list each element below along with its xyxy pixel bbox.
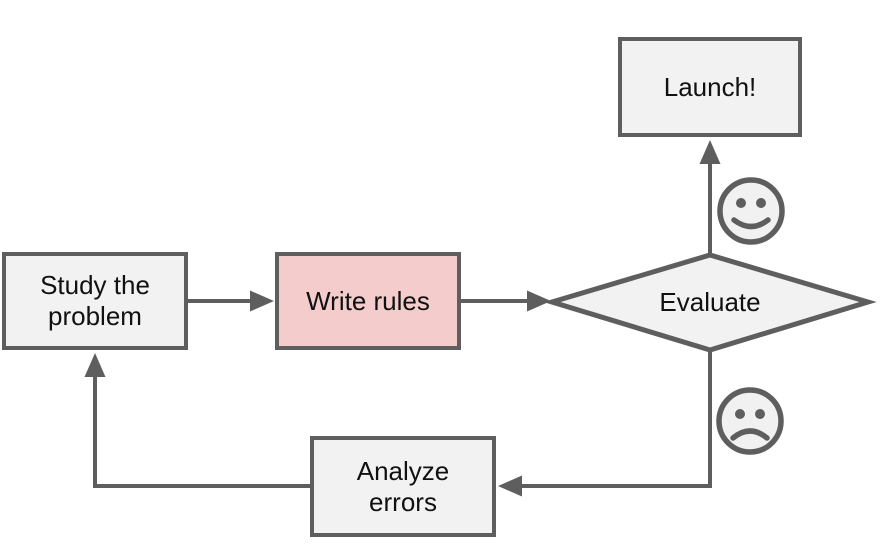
face-circle [717, 177, 785, 245]
arrowhead-up-icon [699, 140, 721, 164]
arrowhead-right-icon [250, 290, 274, 312]
arrowhead-left-icon [498, 475, 522, 497]
connector-line [93, 374, 310, 488]
left-eye [735, 409, 745, 419]
arrow-study-to-write-rules [188, 290, 274, 312]
write-rules-label: Write rules [306, 285, 430, 316]
smile-mouth [731, 217, 771, 230]
frown-mouth [730, 428, 770, 441]
right-eye [755, 409, 765, 419]
launch-label: Launch! [663, 71, 757, 102]
happy-face-icon [717, 177, 785, 245]
arrow-evaluate-to-launch [699, 140, 721, 258]
left-eye [736, 198, 746, 208]
analyze-errors-node: Analyze errors [310, 436, 496, 537]
sad-face-icon [716, 387, 784, 455]
right-eye [756, 198, 766, 208]
arrowhead-right-icon [527, 290, 551, 312]
arrowhead-up-icon [84, 353, 106, 377]
evaluate-label: Evaluate [659, 287, 761, 317]
arrow-evaluate-to-analyze-errors [498, 348, 712, 497]
write-rules-node: Write rules [275, 252, 461, 350]
evaluate-diamond [543, 252, 877, 353]
evaluate-node-label-container: Evaluate [610, 286, 810, 319]
study-the-problem-label: Study the problem [40, 270, 150, 331]
study-the-problem-node: Study the problem [2, 252, 188, 350]
face-circle [716, 387, 784, 455]
launch-node: Launch! [618, 37, 802, 137]
arrow-write-rules-to-evaluate [461, 290, 551, 312]
analyze-errors-label: Analyze errors [356, 455, 450, 517]
connector-line [519, 348, 712, 488]
arrow-analyze-errors-to-study [84, 353, 310, 488]
